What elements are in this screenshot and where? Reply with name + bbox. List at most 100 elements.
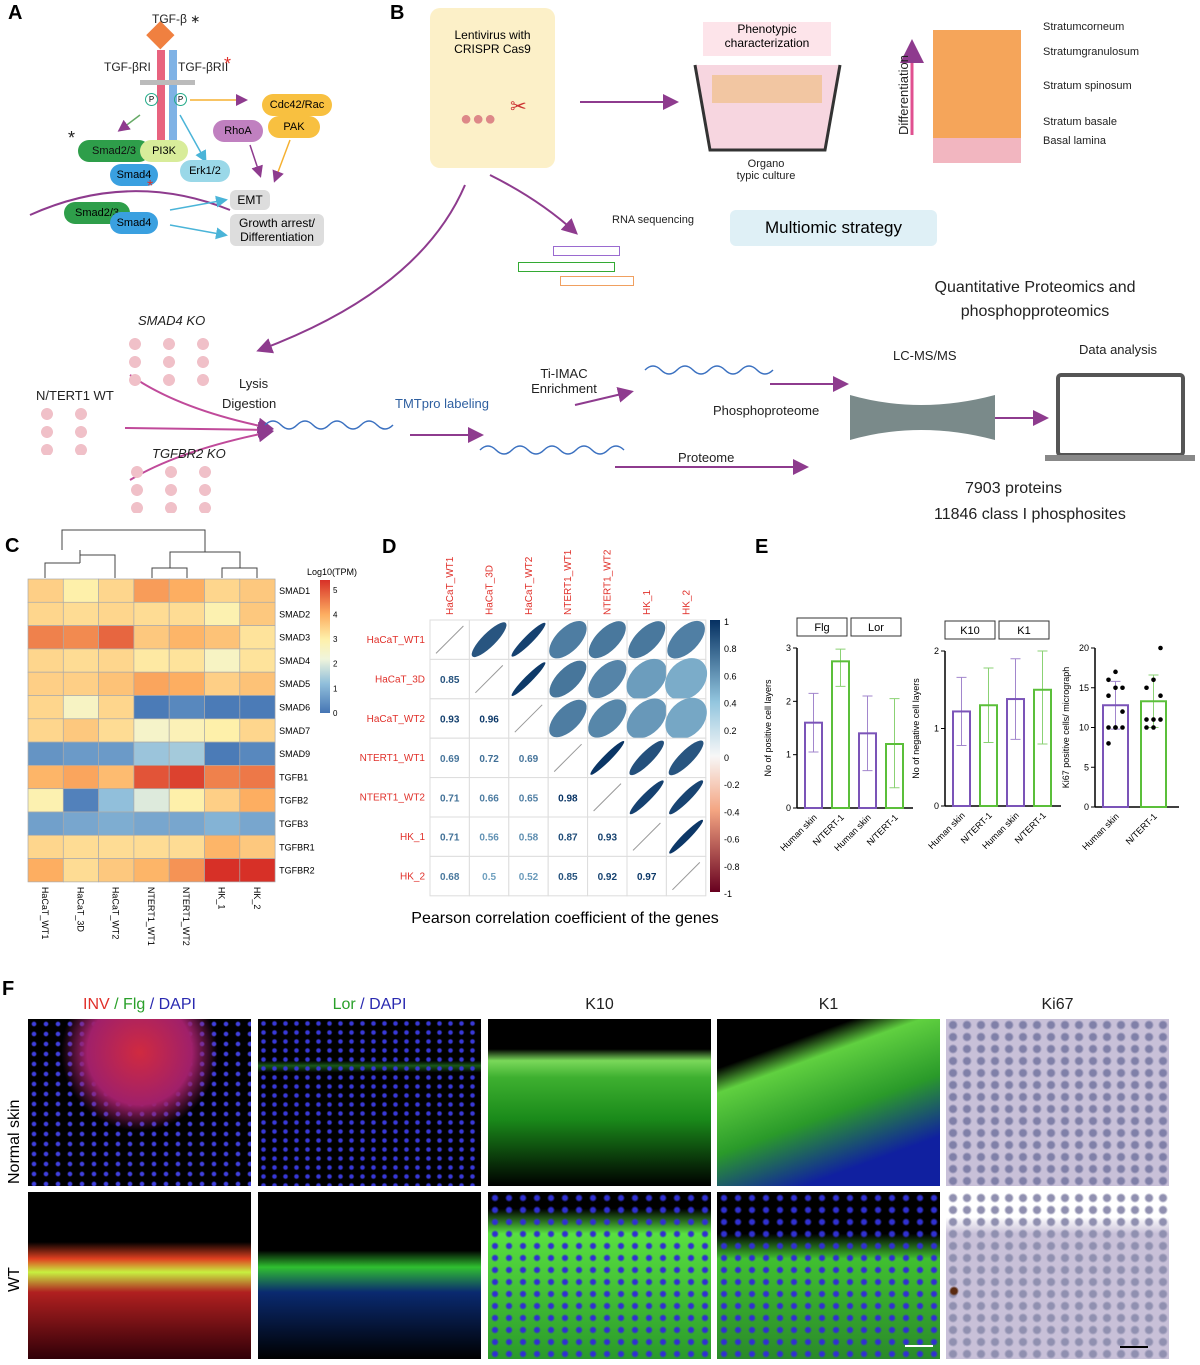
heatmap-cell	[27, 625, 64, 650]
corr-row-label: HaCaT_WT1	[367, 635, 426, 646]
x-tick-label: Human skin	[778, 812, 819, 853]
corr-row-label: NTERT1_WT1	[360, 753, 426, 764]
data-point	[1158, 693, 1163, 698]
corr-cell	[468, 816, 510, 857]
heatmap-cell	[98, 601, 135, 626]
layer-label: Stratum basale	[1043, 116, 1117, 128]
data-point	[1106, 693, 1111, 698]
corr-ellipse	[629, 740, 664, 776]
micrograph	[488, 1019, 711, 1186]
facet-label: K1	[1017, 625, 1030, 637]
scale-bar	[1120, 1346, 1148, 1348]
heatmap-cell	[168, 695, 205, 720]
corr-value: 0.68	[440, 872, 460, 883]
corr-legend-tick: 0.4	[724, 699, 737, 709]
stain-header: INV / Flg / DAPI	[28, 996, 251, 1014]
heatmap-cell	[133, 695, 170, 720]
receptor-I	[157, 50, 165, 140]
corr-ellipse	[665, 697, 707, 740]
emt-box: EMT	[230, 190, 270, 210]
corr-row-label: HaCaT_3D	[375, 674, 425, 685]
corr-col-label: NTERT1_WT1	[563, 549, 574, 615]
stain-label: / Flg	[114, 996, 150, 1013]
smad4-ko-label: SMAD4 KO	[138, 313, 206, 328]
corr-legend-tick: -1	[724, 889, 732, 899]
heatmap-cell	[168, 578, 205, 603]
multiomic-strategy-label: Multiomic strategy	[730, 210, 937, 246]
heatmap-cell	[98, 625, 135, 650]
heatmap-cell	[62, 648, 99, 673]
corr-ellipse	[668, 740, 704, 776]
corr-ellipse	[588, 621, 626, 659]
corr-ellipse	[588, 699, 627, 738]
heatmap-row-label: SMAD5	[279, 679, 310, 689]
corr-row-label: HaCaT_WT2	[367, 714, 426, 725]
heatmap-cell	[27, 671, 64, 696]
micrograph	[946, 1192, 1169, 1359]
heatmap-cell	[133, 765, 170, 790]
corr-ellipse	[590, 740, 625, 775]
corr-ellipse	[549, 620, 587, 659]
heatmap-cell	[204, 695, 241, 720]
heatmap-cell	[239, 625, 276, 650]
corr-cell	[429, 698, 470, 739]
dendrogram-branch	[221, 567, 258, 578]
heatmap-cell	[98, 765, 135, 790]
facet-label: Lor	[868, 622, 884, 634]
quant-proteomics-title: Quantitative Proteomics and phosphopprot…	[934, 279, 1136, 320]
data-point	[1144, 685, 1149, 691]
smad4-dna-node: Smad4	[110, 212, 158, 234]
heatmap-cell	[98, 695, 135, 720]
tgfb-label: TGF-β ∗	[152, 12, 201, 26]
heatmap-cell	[204, 741, 241, 766]
tmt-label: TMTpro labeling	[395, 396, 489, 411]
cells-icon: ●●●	[460, 108, 497, 130]
dendrogram-branch	[45, 554, 116, 564]
rnaseq-label: RNA sequencing	[612, 214, 694, 226]
phospho-mark: P	[145, 93, 158, 106]
corr-legend-tick: 0.8	[724, 644, 737, 654]
corr-legend-tick: 0	[724, 753, 729, 763]
corr-cell	[508, 737, 549, 779]
heatmap-cell	[62, 671, 99, 696]
panel-label-c: C	[5, 535, 20, 557]
heatmap-cell	[239, 834, 276, 859]
star-mark: *	[147, 178, 154, 195]
y-tick-label: 0	[1084, 802, 1089, 812]
corr-ellipse	[667, 620, 705, 659]
heatmap-cell	[168, 601, 205, 626]
data-point	[1113, 669, 1118, 675]
corr-value: 0.66	[479, 793, 499, 804]
heatmap-cell	[168, 625, 205, 650]
heatmap-cell	[98, 718, 135, 743]
heatmap-cell	[204, 811, 241, 836]
corr-cell	[547, 777, 589, 818]
corr-legend-tick: 0.6	[724, 671, 737, 681]
heatmap-cell	[133, 811, 170, 836]
stain-header: Lor / DAPI	[258, 996, 481, 1014]
corr-ellipse	[471, 622, 507, 658]
heatmap-col-label: HK_2	[252, 887, 262, 910]
phosphoproteome-label: Phosphoproteome	[713, 403, 820, 418]
micrograph	[946, 1019, 1169, 1186]
corr-cell	[468, 855, 510, 897]
facet-box	[796, 617, 848, 637]
heatmap-cell	[27, 695, 64, 720]
y-axis-label: No of positive cell layers	[763, 679, 773, 777]
heatmap-cell	[239, 811, 276, 836]
micrograph	[488, 1192, 711, 1359]
facet-label: Flg	[814, 622, 829, 634]
micrograph	[258, 1192, 481, 1359]
digestion-label: Digestion	[222, 396, 277, 411]
heatmap-cell	[133, 625, 170, 650]
dendrogram-branch	[151, 567, 188, 578]
corr-value: 0.85	[440, 675, 460, 686]
lentivirus-box: Lentivirus with CRISPR Cas9 ●●● ✂	[430, 8, 555, 168]
wt-label: N/TERT1 WT	[36, 388, 114, 403]
heatmap-cell	[133, 741, 170, 766]
heatmap-row-label: TGFBR2	[279, 866, 315, 876]
corr-ellipse	[669, 819, 704, 854]
data-point	[1158, 645, 1163, 651]
dishes-icon	[120, 463, 225, 513]
stain-header: Ki67	[1041, 996, 1074, 1013]
